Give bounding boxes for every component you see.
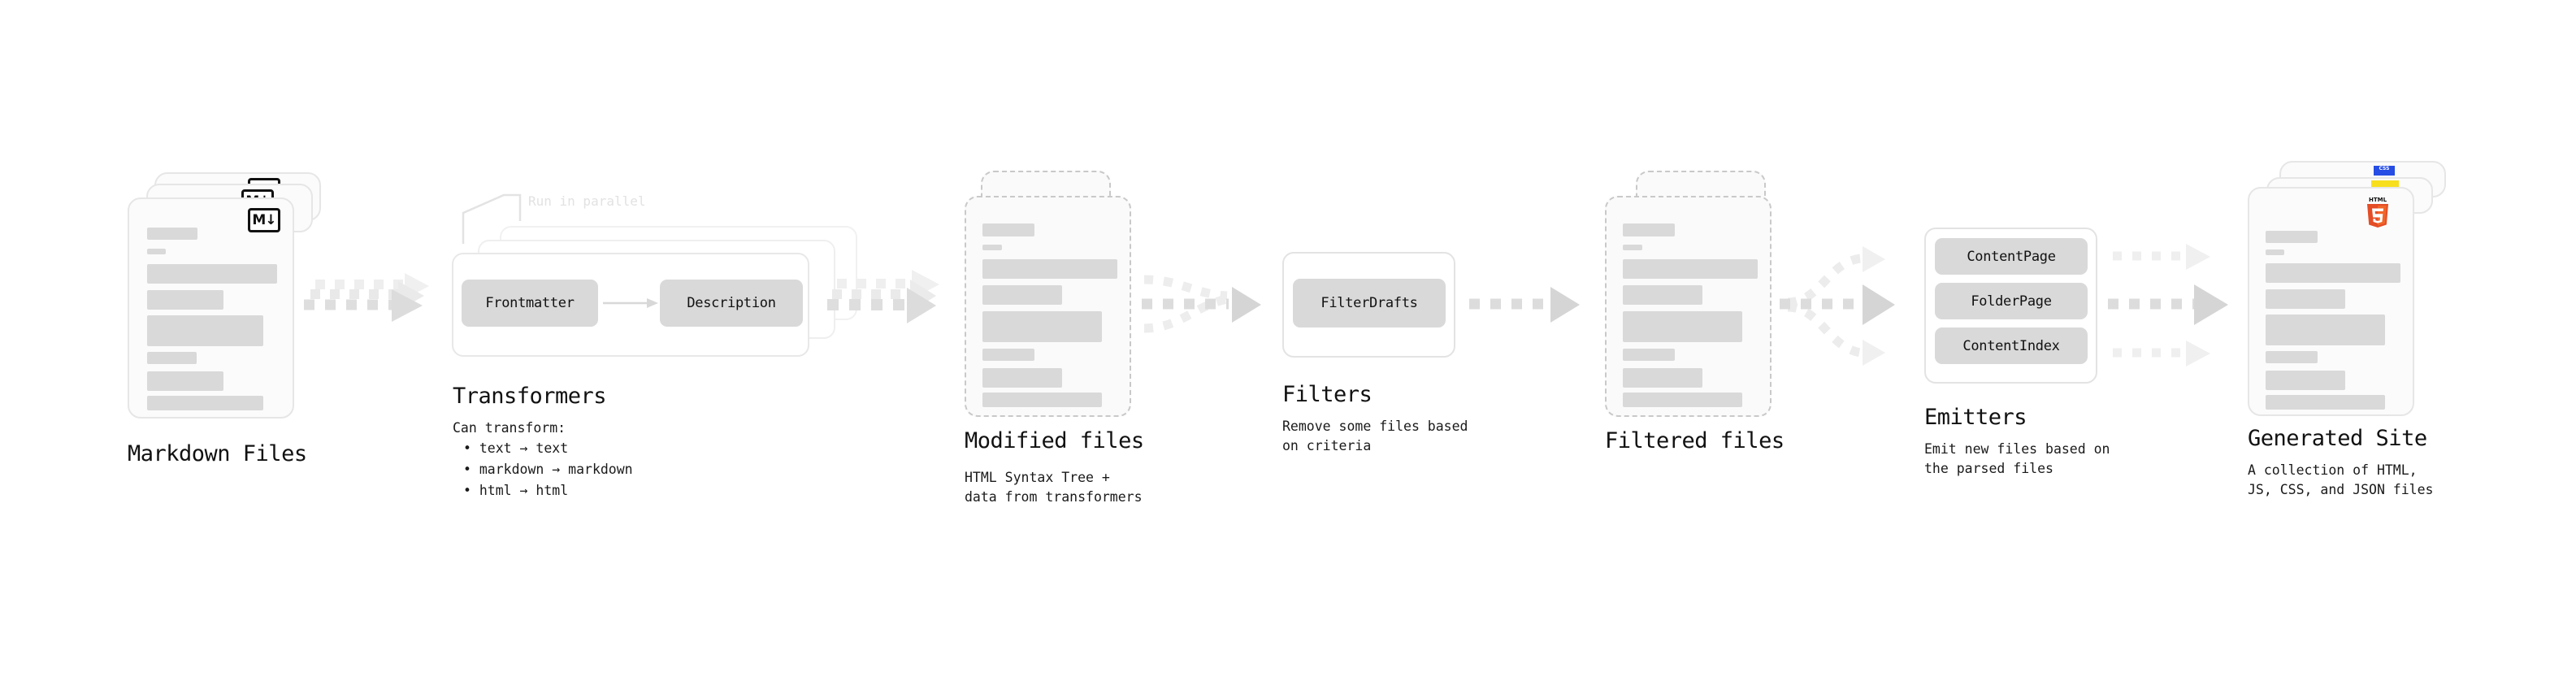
skeleton-bar <box>147 228 197 240</box>
skeleton-bar <box>982 393 1102 407</box>
html5-badge: HTML <box>2364 195 2392 228</box>
skeleton-bar <box>147 290 223 310</box>
skeleton-bar <box>2266 351 2318 363</box>
emitters-chip-contentindex-label: ContentIndex <box>1962 337 2060 354</box>
markdown-file-card-front <box>128 197 294 419</box>
site-file-card-front <box>2248 187 2414 416</box>
emitters-chip-contentpage[interactable]: ContentPage <box>1935 238 2088 275</box>
stage-title-modified-files: Modified files <box>965 428 1144 453</box>
transformers-caption-item-0: • text → text <box>463 440 569 456</box>
filters-chip-filterdrafts-label: FilterDrafts <box>1321 295 1418 311</box>
stage-title-filtered-files: Filtered files <box>1605 428 1785 453</box>
skeleton-bar <box>982 259 1117 279</box>
emitters-chip-contentpage-label: ContentPage <box>1967 248 2056 265</box>
skeleton-bar <box>982 311 1102 342</box>
transformer-chip-frontmatter[interactable]: Frontmatter <box>462 280 598 327</box>
skeleton-bar <box>147 264 277 284</box>
stage-title-transformers: Transformers <box>453 384 607 409</box>
run-in-parallel-label: Run in parallel <box>528 193 646 209</box>
stage-title-emitters: Emitters <box>1924 405 2027 430</box>
skeleton-bar <box>2266 371 2345 390</box>
generated-site-caption: A collection of HTML, JS, CSS, and JSON … <box>2248 462 2434 497</box>
skeleton-bar <box>147 396 263 410</box>
transformers-caption-heading: Can transform: <box>453 420 566 436</box>
emitters-chip-folderpage[interactable]: FolderPage <box>1935 283 2088 319</box>
skeleton-bar <box>2266 289 2345 309</box>
markdown-badge-front: M↓ <box>248 208 280 232</box>
skeleton-bar <box>147 315 263 346</box>
filtered-file-card-front <box>1605 196 1772 417</box>
skeleton-bar <box>1623 349 1675 361</box>
skeleton-bar <box>1623 245 1642 250</box>
skeleton-bar <box>147 352 197 364</box>
skeleton-bar <box>147 371 223 391</box>
skeleton-bar <box>982 368 1062 388</box>
skeleton-bar <box>1623 285 1702 305</box>
skeleton-bar <box>1623 368 1702 388</box>
skeleton-bar <box>2266 249 2284 255</box>
modified-file-card-front <box>965 196 1131 417</box>
skeleton-bar <box>2266 231 2318 243</box>
modified-files-caption: HTML Syntax Tree + data from transformer… <box>965 470 1143 505</box>
emitters-chip-folderpage-label: FolderPage <box>1971 293 2052 310</box>
stage-title-markdown-files: Markdown Files <box>128 441 307 466</box>
skeleton-bar <box>1623 259 1758 279</box>
transformer-chip-description-label: Description <box>687 295 776 311</box>
stage-title-filters: Filters <box>1282 382 1373 407</box>
transformer-chip-frontmatter-label: Frontmatter <box>485 295 575 311</box>
transformer-chip-description[interactable]: Description <box>660 280 803 327</box>
transformers-caption-item-1: • markdown → markdown <box>463 462 633 477</box>
emitters-caption: Emit new files based on the parsed files <box>1924 441 2110 476</box>
css3-badge-label: CSS <box>2379 166 2390 171</box>
transformers-caption-item-2: • html → html <box>463 483 569 498</box>
filters-caption: Remove some files based on criteria <box>1282 419 1468 453</box>
skeleton-bar <box>982 285 1062 305</box>
skeleton-bar <box>1623 393 1742 407</box>
skeleton-bar <box>2266 395 2385 410</box>
skeleton-bar <box>1623 311 1742 342</box>
emitters-chip-contentindex[interactable]: ContentIndex <box>1935 327 2088 364</box>
skeleton-bar <box>982 223 1034 236</box>
skeleton-bar <box>2266 263 2400 283</box>
stage-title-generated-site: Generated Site <box>2248 426 2427 451</box>
filters-chip-filterdrafts[interactable]: FilterDrafts <box>1293 279 1446 327</box>
svg-text:HTML: HTML <box>2369 197 2387 203</box>
css3-badge: CSS <box>2374 166 2395 176</box>
skeleton-bar <box>147 249 166 254</box>
skeleton-bar <box>1623 223 1675 236</box>
skeleton-bar <box>2266 314 2385 345</box>
skeleton-bar <box>982 245 1002 250</box>
skeleton-bar <box>982 349 1034 361</box>
